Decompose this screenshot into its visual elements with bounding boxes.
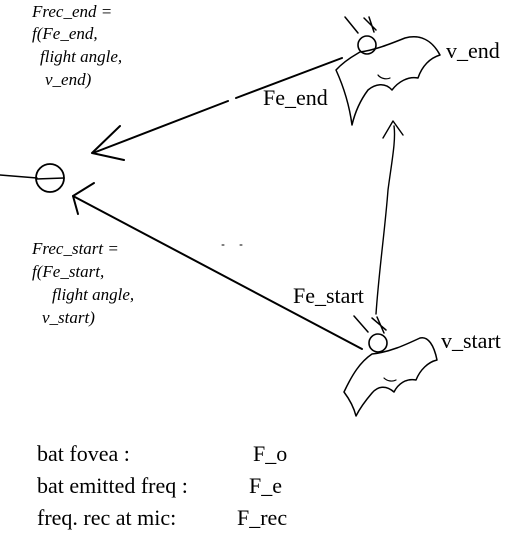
frec-end-line-3: flight angle, — [40, 47, 122, 66]
fe-end-label: Fe_end — [263, 85, 328, 110]
legend-emitted-name: bat emitted freq : — [37, 473, 188, 498]
legend-emitted-symbol: F_e — [249, 473, 282, 498]
v-end-label: v_end — [446, 38, 500, 63]
frec-end-line-1: Frec_end = — [31, 2, 112, 21]
signal-arrow-end — [91, 57, 343, 161]
v-start-label: v_start — [441, 328, 501, 353]
legend: bat fovea : F_o bat emitted freq : F_e f… — [37, 441, 287, 530]
bat-start-icon — [343, 315, 438, 417]
frec-start-line-2: f(Fe_start, — [32, 262, 104, 281]
frec-end-line-2: f(Fe_end, — [32, 24, 98, 43]
frec-start-line-4: v_start) — [42, 308, 95, 327]
bat-end-icon — [335, 16, 441, 126]
frec-start-line-1: Frec_start = — [31, 239, 119, 258]
legend-fovea-symbol: F_o — [253, 441, 287, 466]
legend-received-name: freq. rec at mic: — [37, 505, 176, 530]
frec-start-annotation: Frec_start = f(Fe_start, flight angle, v… — [31, 239, 134, 327]
fe-start-label: Fe_start — [293, 283, 364, 308]
legend-received-symbol: F_rec — [237, 505, 287, 530]
legend-fovea-name: bat fovea : — [37, 441, 130, 466]
frec-end-annotation: Frec_end = f(Fe_end, flight angle, v_end… — [31, 2, 122, 89]
frec-end-line-4: v_end) — [45, 70, 92, 89]
flight-path-arrow — [375, 120, 404, 315]
microphone-icon — [0, 163, 65, 193]
signal-arrow-start — [72, 182, 363, 350]
frec-start-line-3: flight angle, — [52, 285, 134, 304]
